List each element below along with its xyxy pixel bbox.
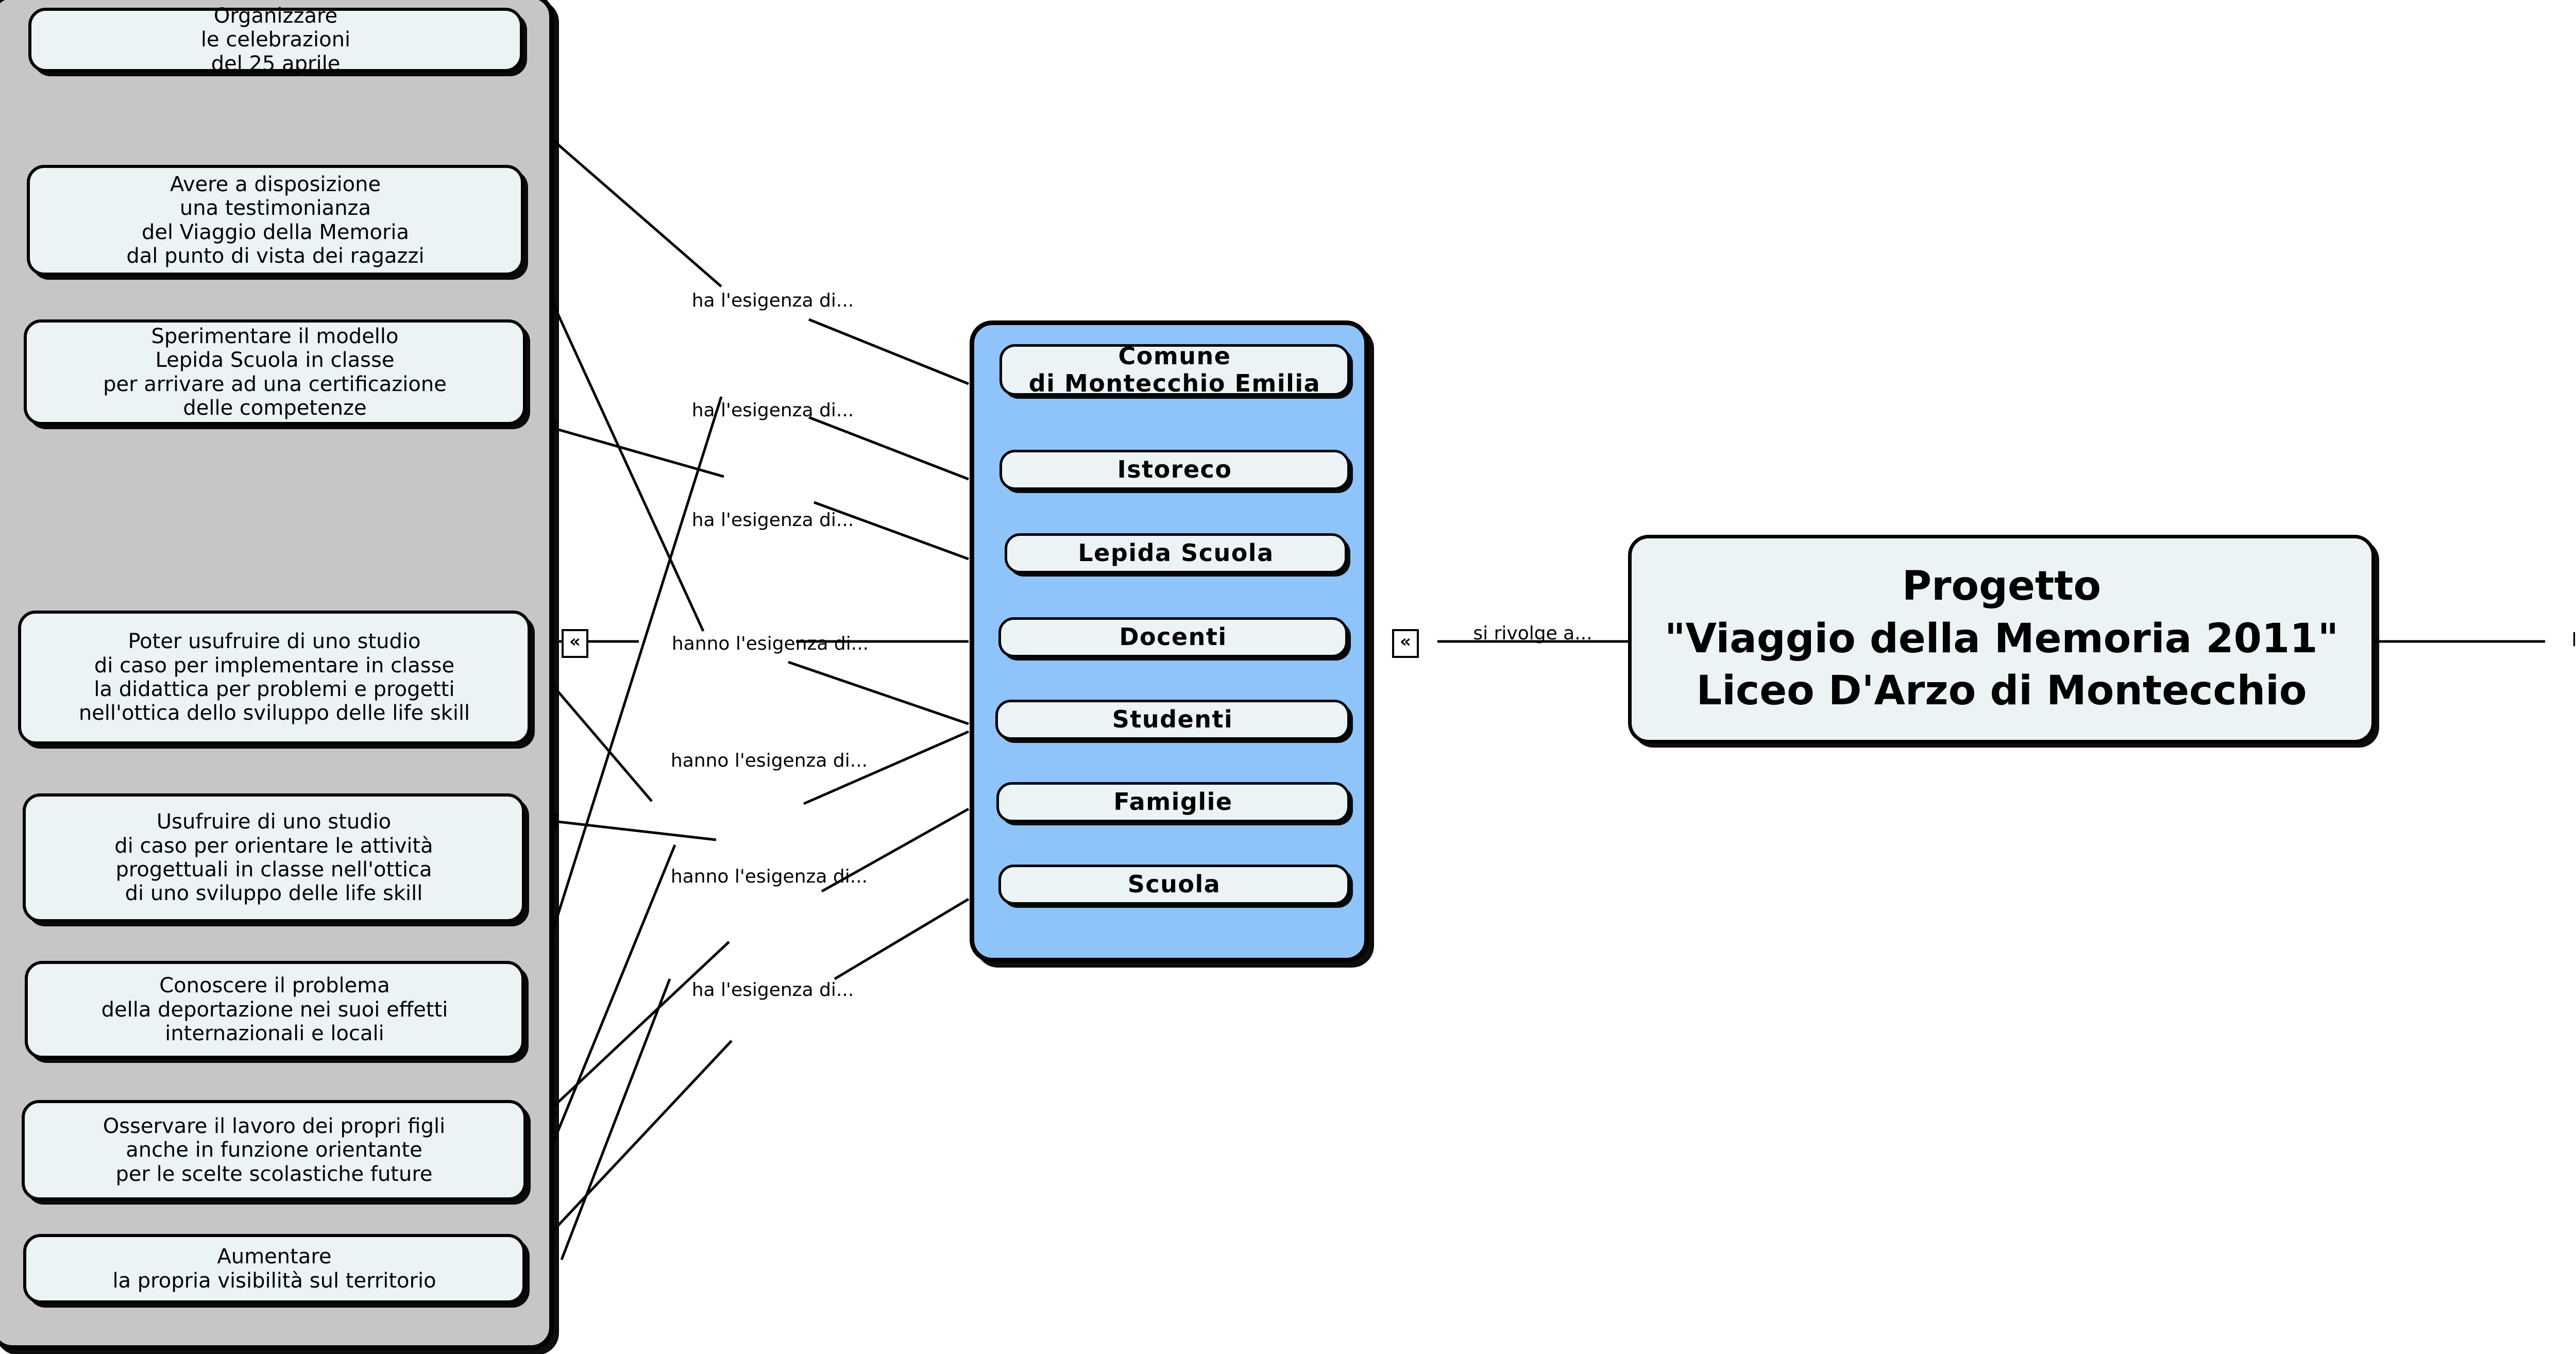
edge-label-center: si rivolge a... xyxy=(1473,623,1592,644)
guillemet-marker-stakeholders: « xyxy=(1392,629,1419,658)
stakeholder-chip[interactable]: Studenti xyxy=(995,700,1350,740)
need-box[interactable]: Organizzare le celebrazioni del 25 april… xyxy=(28,4,523,76)
edge-label: ha l'esigenza di... xyxy=(691,400,854,421)
guillemet-marker-need4: « xyxy=(562,629,588,658)
stakeholder-chip[interactable]: Istoreco xyxy=(999,450,1350,490)
need-box[interactable]: Osservare il lavoro dei propri figli anc… xyxy=(22,1100,527,1200)
edge-label: hanno l'esigenza di... xyxy=(671,633,869,654)
need-box[interactable]: Poter usufruire di uno studio di caso pe… xyxy=(18,611,531,744)
edge-label-right: si pone l'obiettivo di... xyxy=(2571,630,2576,651)
stakeholder-chip[interactable]: Lepida Scuola xyxy=(1005,533,1347,573)
project-title-node[interactable]: Progetto "Viaggio della Memoria 2011" Li… xyxy=(1628,535,2375,743)
stakeholder-chip[interactable]: Famiglie xyxy=(996,782,1350,822)
need-box[interactable]: Aumentare la propria visibilità sul terr… xyxy=(23,1234,526,1304)
edge-label: ha l'esigenza di... xyxy=(691,290,854,311)
edge-label: ha l'esigenza di... xyxy=(691,510,854,531)
need-box[interactable]: Sperimentare il modello Lepida Scuola in… xyxy=(24,319,526,425)
edge-label: ha l'esigenza di... xyxy=(691,979,854,1001)
need-box[interactable]: Conoscere il problema della deportazione… xyxy=(25,961,524,1059)
stakeholder-chip[interactable]: Comune di Montecchio Emilia xyxy=(999,342,1350,397)
edge-label: hanno l'esigenza di... xyxy=(670,750,868,771)
need-box[interactable]: Avere a disposizione una testimonianza d… xyxy=(27,165,524,276)
edge-label: hanno l'esigenza di... xyxy=(670,866,868,887)
stakeholder-chip[interactable]: Scuola xyxy=(998,865,1350,905)
stakeholder-chip[interactable]: Docenti xyxy=(998,617,1348,657)
need-box[interactable]: Usufruire di uno studio di caso per orie… xyxy=(23,793,525,922)
